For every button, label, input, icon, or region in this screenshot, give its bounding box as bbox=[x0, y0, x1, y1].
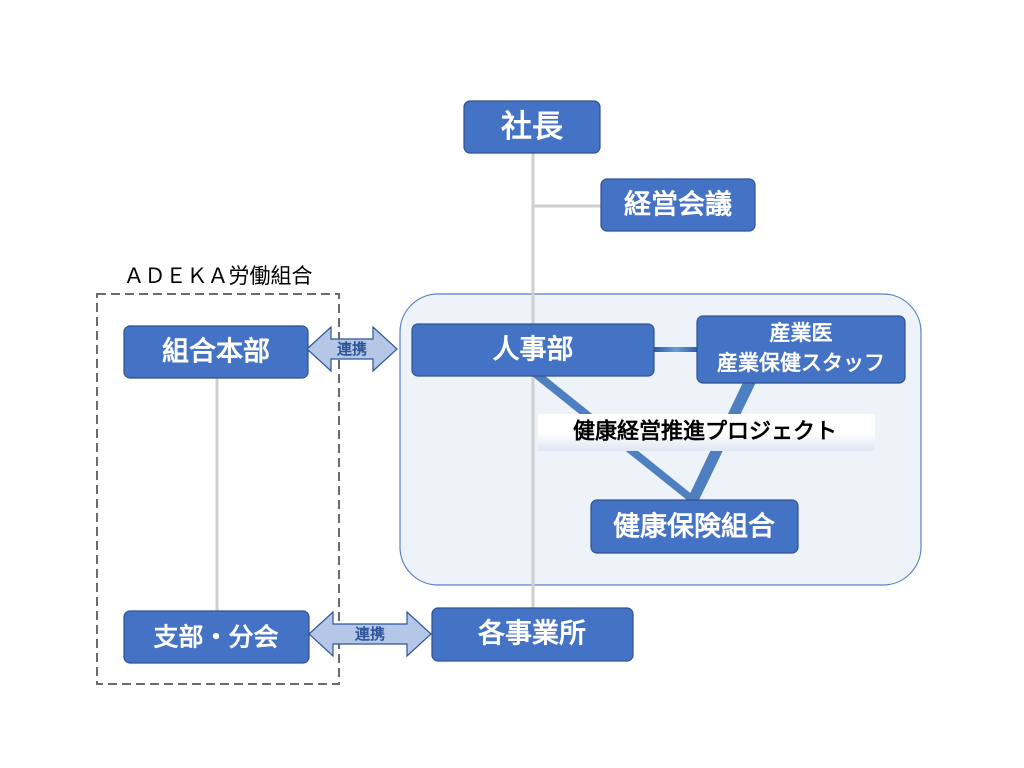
project-band bbox=[538, 414, 875, 451]
health-insurance-association-label: 健康保険組合 bbox=[613, 511, 775, 543]
union-branches-box: 支部・分会 bbox=[123, 610, 310, 664]
occupational-health-staff-label: 産業保健スタッフ bbox=[717, 351, 885, 375]
cooperation-arrow-top: 連携 bbox=[306, 325, 398, 373]
management-council-box: 経営会議 bbox=[600, 178, 756, 232]
cooperation-label-bottom: 連携 bbox=[355, 625, 385, 643]
health-insurance-association-box: 健康保険組合 bbox=[590, 499, 799, 554]
president-label: 社長 bbox=[501, 109, 564, 145]
union-headquarters-label: 組合本部 bbox=[162, 336, 270, 368]
hr-department-box: 人事部 bbox=[411, 323, 655, 377]
business-sites-label: 各事業所 bbox=[477, 618, 586, 650]
management-council-label: 経営会議 bbox=[624, 189, 732, 221]
union-title: ＡＤＥＫＡ労働組合 bbox=[124, 264, 313, 288]
union-branches-label: 支部・分会 bbox=[153, 623, 278, 652]
president-box: 社長 bbox=[463, 100, 601, 154]
cooperation-label-top: 連携 bbox=[337, 340, 367, 358]
occupational-physician-label: 産業医 bbox=[770, 321, 833, 345]
hr-department-label: 人事部 bbox=[493, 334, 574, 366]
union-dashed-frame bbox=[96, 293, 340, 685]
hr-occupational-link-bar bbox=[654, 347, 698, 352]
business-sites-box: 各事業所 bbox=[431, 607, 634, 662]
health-project-label: 健康経営推進プロジェクト bbox=[573, 419, 837, 445]
cooperation-arrow-bottom: 連携 bbox=[308, 610, 432, 658]
union-headquarters-box: 組合本部 bbox=[123, 325, 309, 379]
occupational-health-box: 産業医 産業保健スタッフ bbox=[696, 315, 906, 384]
